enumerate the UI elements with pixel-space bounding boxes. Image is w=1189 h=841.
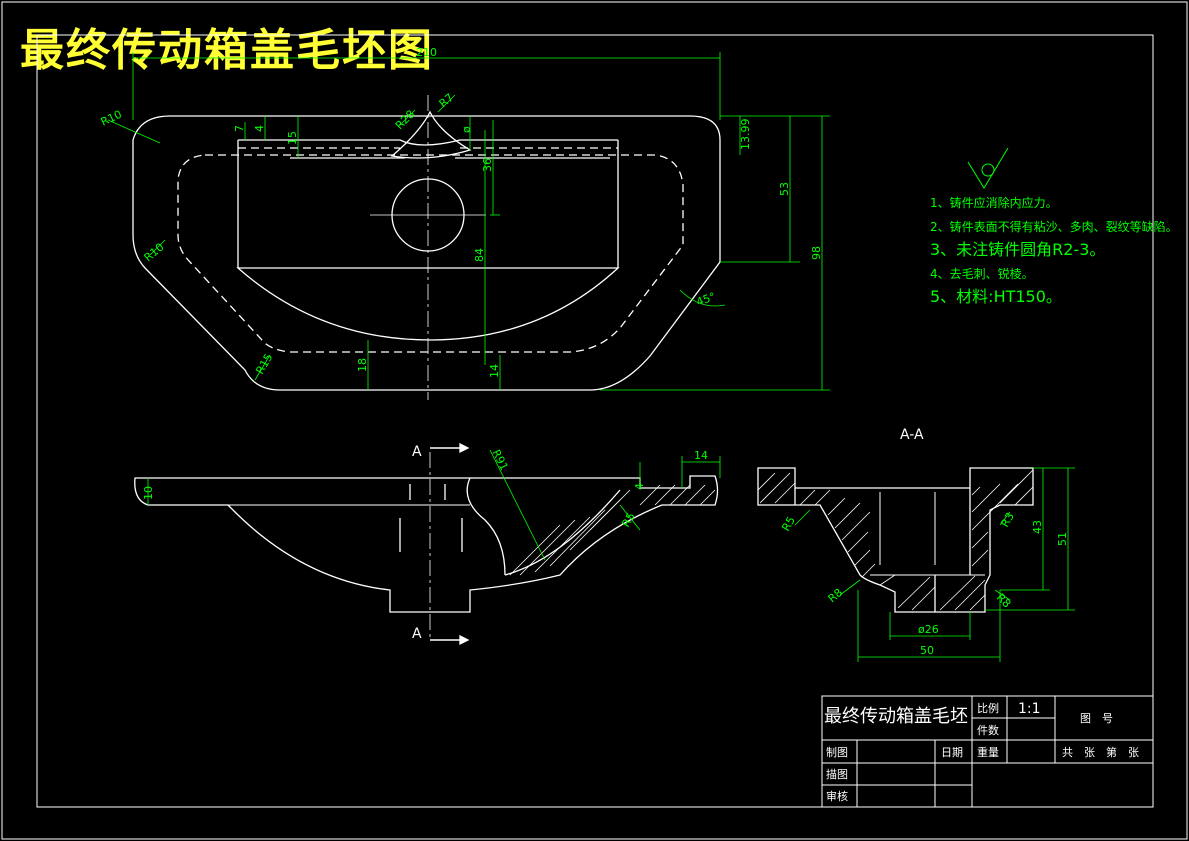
front-view-dimensions	[147, 449, 721, 561]
top-view	[132, 95, 721, 400]
dim-14-top: 14	[488, 364, 501, 378]
note-4: 4、去毛刺、锐棱。	[930, 266, 1034, 281]
front-view-outline	[134, 475, 719, 613]
dim-98: 98	[810, 246, 823, 260]
dim-15: 15	[286, 131, 299, 145]
dim-36: 36	[481, 158, 494, 172]
inner-frame	[36, 34, 1154, 808]
dim-45-deg: 45°	[695, 290, 718, 309]
tb-drawn-label: 制图	[826, 746, 848, 759]
top-view-bowl	[236, 267, 620, 341]
dim-r8-right: R8	[994, 591, 1014, 611]
note-2: 2、铸件表面不得有粘沙、多肉、裂纹等缺陷。	[930, 219, 1178, 234]
dim-14-front: 14	[694, 449, 708, 462]
dim-4: 4	[253, 125, 266, 132]
dim-r15: R15	[253, 351, 275, 376]
top-view-inner-cavity	[177, 154, 684, 353]
technical-notes: 1、铸件应消除内应力。 2、铸件表面不得有粘沙、多肉、裂纹等缺陷。 3、未注铸件…	[930, 195, 1178, 306]
dim-210: 210	[416, 46, 437, 59]
dim-18: 18	[356, 358, 369, 372]
section-title: A-A	[900, 427, 924, 443]
note-3: 3、未注铸件圆角R2-3。	[930, 240, 1105, 259]
section-dimensions	[794, 467, 1075, 662]
tb-scale-value: 1:1	[1018, 701, 1041, 717]
dim-13-99: 13.99	[739, 119, 752, 151]
roughness-symbol	[967, 147, 1009, 189]
dim-10: 10	[142, 486, 155, 500]
dim-r91: R91	[489, 447, 510, 472]
note-5: 5、材料:HT150。	[930, 287, 1062, 306]
title-block	[821, 695, 1154, 808]
note-1: 1、铸件应消除内应力。	[930, 195, 1058, 210]
front-view-hatch	[509, 484, 716, 576]
dim-phi26: ø26	[918, 623, 939, 636]
section-arrow-top	[459, 442, 470, 454]
dim-4-front: 4	[633, 483, 646, 490]
tb-checked-label: 审核	[826, 789, 848, 803]
section-mark-bottom: A	[412, 626, 422, 642]
section-arrow-bottom	[459, 634, 470, 646]
top-view-outer-contour	[132, 115, 721, 391]
tb-sheets-label: 共 张 第 张	[1062, 745, 1139, 759]
dim-r10-left: R10	[142, 240, 167, 264]
dim-r5-section: R5	[779, 514, 798, 533]
tb-scale-label: 比例	[977, 701, 999, 715]
top-view-dim-text: 210 R10 R10 R15 R28 R7 7 4 15 ø 36 84 18…	[99, 46, 823, 378]
tb-weight-label: 重量	[977, 745, 999, 759]
dim-51: 51	[1056, 532, 1069, 546]
section-view	[757, 467, 1034, 613]
dim-53: 53	[778, 182, 791, 196]
dim-r3: R3	[998, 510, 1017, 529]
dim-r8-left: R8	[826, 586, 846, 605]
tb-drawing-no-label: 图 号	[1080, 712, 1113, 725]
dim-7: 7	[233, 125, 246, 132]
dim-phi: ø	[460, 126, 473, 133]
front-inner-wall	[466, 477, 506, 576]
dim-r5-front: R5	[619, 510, 638, 529]
title-block-text: 最终传动箱盖毛坯 比例 1:1 件数 图 号 制图 日期 重量 共 张 第 张 …	[824, 701, 1139, 803]
drawing-title: 最终传动箱盖毛坯图	[20, 25, 434, 76]
dim-r7: R7	[437, 91, 457, 110]
section-mark-top: A	[412, 444, 422, 460]
tb-date-label: 日期	[941, 746, 963, 759]
dim-43: 43	[1031, 520, 1044, 534]
top-view-groove	[238, 139, 618, 146]
section-dim-text: R5 R3 R8 R8 43 51 ø26 50	[779, 510, 1069, 657]
front-view	[134, 442, 719, 646]
section-hatch	[757, 469, 1034, 611]
dim-84: 84	[473, 248, 486, 262]
tb-part-name: 最终传动箱盖毛坯	[824, 706, 968, 727]
section-outline	[757, 467, 1034, 613]
tb-traced-label: 描图	[826, 767, 848, 781]
top-view-dimensions	[107, 52, 830, 391]
tb-qty-label: 件数	[977, 724, 999, 737]
dim-50: 50	[920, 644, 934, 657]
